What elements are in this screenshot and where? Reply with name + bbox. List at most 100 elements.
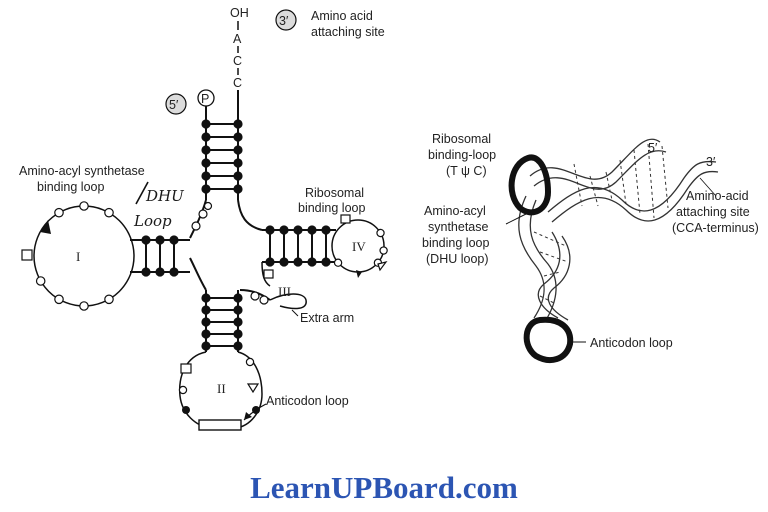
base-dot — [201, 119, 211, 129]
loop-base — [182, 406, 190, 414]
loop-base — [79, 201, 89, 211]
anticodon-stem — [201, 290, 243, 352]
three-prime-badge-text: 3′ — [279, 14, 289, 28]
base-dot — [233, 119, 243, 129]
loop-numeral-two: II — [217, 381, 226, 396]
base-dot — [279, 257, 289, 267]
base-dot — [155, 267, 165, 277]
base-dot — [201, 132, 211, 142]
base-dot — [233, 329, 243, 339]
r-ribosomal-label-3: (T ψ C) — [446, 164, 487, 178]
loop-base — [54, 207, 64, 218]
base-dot — [201, 341, 211, 351]
loop-base — [379, 246, 388, 255]
three-prime-badge — [275, 9, 297, 31]
base-dot — [201, 145, 211, 155]
r-five-prime-label: 5′ — [648, 141, 658, 155]
loop-base — [104, 207, 114, 218]
loop-numeral-four: IV — [352, 239, 366, 254]
r-synthetase-label-1: Amino-acyl — [424, 204, 486, 218]
amino-acid-site-label-2: attaching site — [311, 25, 385, 39]
acceptor-stem — [201, 118, 243, 200]
phosphate-badge-text: P — [201, 92, 209, 106]
loop-base — [376, 228, 385, 238]
base-dot — [233, 293, 243, 303]
base-dot — [201, 293, 211, 303]
loop-base — [245, 357, 255, 367]
base-dot — [233, 341, 243, 351]
base-dot — [201, 329, 211, 339]
loop-four: IV — [331, 214, 388, 278]
handwritten-loop: Loop — [133, 212, 172, 230]
ribosomal-loop-bold — [508, 154, 552, 216]
amino-acid-site-label-1: Amino acid — [311, 9, 373, 23]
base-dot — [265, 225, 275, 235]
loop-base — [79, 301, 89, 311]
base-dot — [233, 305, 243, 315]
r-ribosomal-label-1: Ribosomal — [432, 132, 491, 146]
anticodon-loop-label: Anticodon loop — [266, 394, 349, 408]
r-synthetase-label-3: binding loop — [422, 236, 489, 250]
base-dot — [307, 225, 317, 235]
loop-base — [54, 294, 64, 305]
loop-three: III — [250, 261, 307, 317]
r-amino-acid-label-1: Amino-acid — [686, 189, 749, 203]
base-dot — [233, 132, 243, 142]
base-dot — [293, 225, 303, 235]
base-dot — [233, 145, 243, 155]
base-dot — [279, 225, 289, 235]
oh-label: OH — [230, 6, 249, 20]
loop-base — [104, 294, 114, 305]
base-dot — [233, 317, 243, 327]
loop-two: II — [178, 351, 263, 431]
r-synthetase-label-2: synthetase — [428, 220, 489, 234]
synthetase-loop-label-2: binding loop — [37, 180, 104, 194]
base-dot — [201, 317, 211, 327]
anticodon-loop-bold — [523, 316, 574, 363]
base-dot — [233, 171, 243, 181]
l-shape-diagram: Ribosomal binding-loop (T ψ C) Amino-acy… — [422, 132, 759, 363]
loop-base — [35, 276, 46, 286]
base-dot — [265, 257, 275, 267]
r-anticodon-label: Anticodon loop — [590, 336, 673, 350]
base-dot — [201, 158, 211, 168]
cloverleaf-diagram: OH A C C 3′ Amino acid attaching site 5′… — [19, 6, 388, 431]
loop-numeral-one: I — [76, 249, 80, 264]
extra-arm-label: Extra arm — [300, 311, 354, 325]
handwritten-dhu: DHU — [145, 187, 185, 205]
base-dot — [321, 225, 331, 235]
r-amino-acid-label-3: (CCA-terminus) — [672, 221, 759, 235]
t-stem — [262, 225, 336, 267]
synthetase-loop-label-1: Amino-acyl synthetase — [19, 164, 145, 178]
base-dot — [141, 235, 151, 245]
base-dot — [201, 305, 211, 315]
acceptor-base-c2: C — [233, 76, 242, 90]
dhu-stem — [130, 235, 190, 277]
r-ribosomal-label-2: binding-loop — [428, 148, 496, 162]
base-dot — [169, 267, 179, 277]
base-dot — [169, 235, 179, 245]
five-prime-badge — [165, 93, 187, 115]
base-dot — [201, 171, 211, 181]
r-amino-acid-label-2: attaching site — [676, 205, 750, 219]
acceptor-base-a: A — [233, 32, 242, 46]
r-three-prime-label: 3′ — [706, 155, 716, 169]
acceptor-base-c1: C — [233, 54, 242, 68]
base-dot — [233, 184, 243, 194]
base-dot — [141, 267, 151, 277]
ribosomal-loop-label-2: binding loop — [298, 201, 365, 215]
base-dot — [233, 158, 243, 168]
r-synthetase-label-4: (DHU loop) — [426, 252, 489, 266]
base-dot — [293, 257, 303, 267]
anticodon-triplet — [198, 419, 242, 431]
loop-one: I — [21, 201, 135, 311]
brand-watermark: LearnUPBoard.com — [250, 470, 518, 505]
loop-numeral-three: III — [278, 284, 291, 299]
base-dot — [307, 257, 317, 267]
base-dot — [201, 184, 211, 194]
base-dot — [155, 235, 165, 245]
loop-base — [333, 258, 343, 267]
five-prime-badge-text: 5′ — [169, 98, 179, 112]
